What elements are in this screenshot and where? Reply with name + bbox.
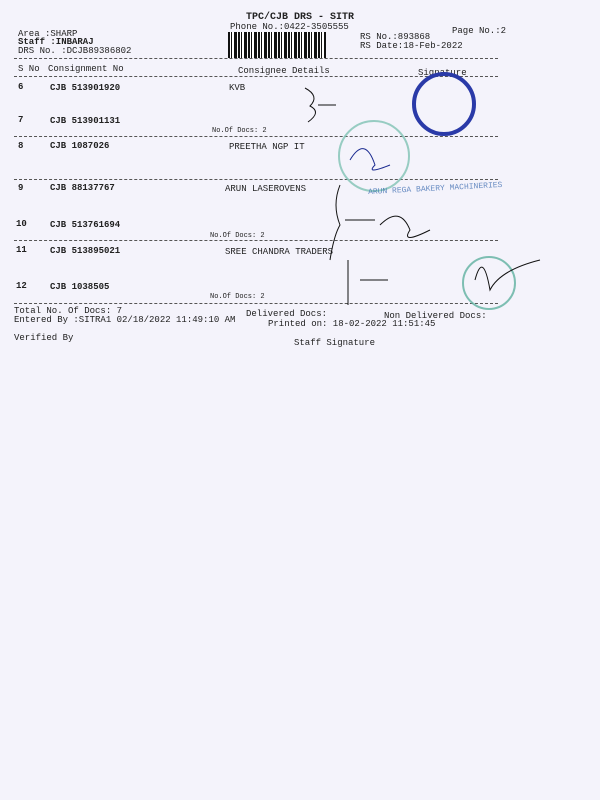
row-sno: 10 [16, 219, 27, 229]
delivered-docs: Delivered Docs: [246, 309, 328, 319]
row-sno: 6 [18, 82, 24, 92]
rs-date: RS Date:18-Feb-2022 [360, 41, 463, 51]
row-consignee: ARUN LASEROVENS [225, 184, 307, 194]
staff-signature: Staff Signature [294, 338, 376, 348]
total-docs: Total No. Of Docs: 7 [14, 306, 123, 316]
barcode [228, 32, 326, 58]
phone-number: Phone No.:0422-3505555 [230, 22, 349, 32]
col-sno: S No [18, 64, 40, 74]
green-stamp [338, 120, 410, 192]
drs-number: DRS No. :DCJB89386802 [18, 46, 132, 56]
row-consignee: PREETHA NGP IT [229, 142, 305, 152]
entered-by: Entered By :SITRA1 02/18/2022 11:49:10 A… [14, 315, 236, 325]
row-consignment: CJB 513901131 [50, 116, 121, 126]
kvb-stamp [412, 72, 476, 136]
printed-on: Printed on: 18-02-2022 11:51:45 [268, 319, 436, 329]
row-consignment: CJB 513761694 [50, 220, 121, 230]
row-sno: 12 [16, 281, 27, 291]
non-delivered-docs: Non Delivered Docs: [384, 311, 487, 321]
row-sno: 7 [18, 115, 24, 125]
row-sno: 8 [18, 141, 24, 151]
row-docs: No.Of Docs: 2 [212, 127, 267, 135]
rs-number: RS No.:893868 [360, 32, 431, 42]
staff: Staff :INBARAJ [18, 37, 94, 47]
col-consignment: Consignment No [48, 64, 124, 74]
row-consignment: CJB 513895021 [50, 246, 121, 256]
row-consignment: CJB 1087026 [50, 141, 110, 151]
row-consignee: SREE CHANDRA TRADERS [225, 247, 334, 257]
row-sno: 11 [16, 245, 27, 255]
row-consignee: KVB [229, 83, 246, 93]
document-title: TPC/CJB DRS - SITR [246, 12, 355, 23]
row-consignment: CJB 88137767 [50, 183, 115, 193]
verified-by: Verified By [14, 333, 74, 343]
row-consignment: CJB 1038505 [50, 282, 110, 292]
row-docs: No.Of Docs: 2 [210, 232, 265, 240]
green-stamp-2 [462, 256, 516, 310]
col-details: Consignee Details [238, 66, 330, 76]
row-sno: 9 [18, 183, 24, 193]
page-number: Page No.:2 [452, 26, 507, 36]
row-docs: No.Of Docs: 2 [210, 293, 265, 301]
area: Area :SHARP [18, 29, 78, 39]
row-consignment: CJB 513901920 [50, 83, 121, 93]
